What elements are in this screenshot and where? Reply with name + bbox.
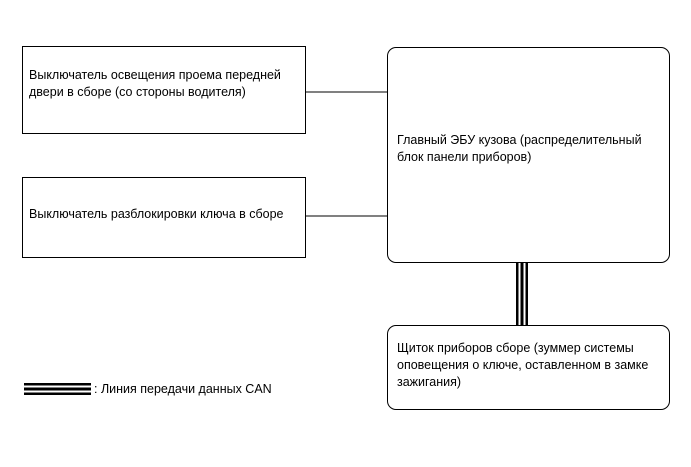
can-bus-line <box>516 263 528 325</box>
can-line-legend-icon <box>24 383 91 395</box>
main-body-ecu-box: Главный ЭБУ кузова (распределительный бл… <box>387 47 670 263</box>
legend-label: : Линия передачи данных CAN <box>94 382 272 396</box>
main-ecu-label: Главный ЭБУ кузова (распределительный бл… <box>397 133 642 164</box>
door-courtesy-switch-box: Выключатель освещения проема передней дв… <box>22 46 306 134</box>
combination-meter-box: Щиток приборов сборе (зуммер системы опо… <box>387 325 670 410</box>
unlock-switch-label: Выключатель разблокировки ключа в сборе <box>29 207 284 221</box>
meter-label: Щиток приборов сборе (зуммер системы опо… <box>397 341 649 389</box>
legend: : Линия передачи данных CAN <box>24 382 272 396</box>
unlock-warning-switch-box: Выключатель разблокировки ключа в сборе <box>22 177 306 258</box>
door-switch-label: Выключатель освещения проема передней дв… <box>29 68 281 99</box>
